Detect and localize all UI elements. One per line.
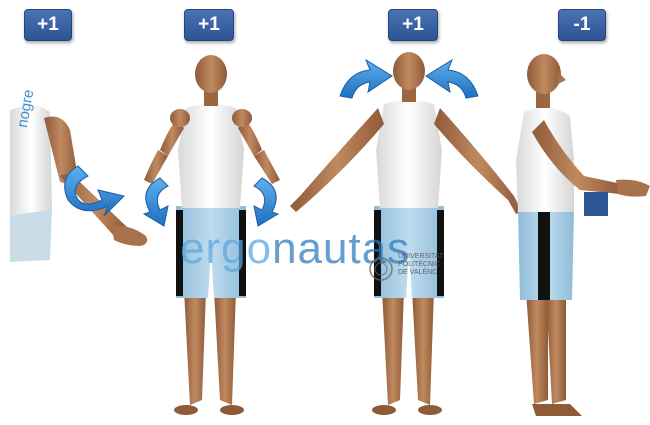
- score-badge-panel-4: -1: [558, 9, 606, 41]
- university-seal-icon: [368, 256, 394, 282]
- score-badge-panel-3: +1: [388, 9, 438, 41]
- university-line-1: UNIVERSITAT: [398, 253, 458, 261]
- university-line-3: DE VALÈNC: [398, 269, 458, 277]
- watermark-brand-light: ergo: [180, 224, 272, 273]
- university-line-2: POLITÈCNIC: [398, 261, 458, 269]
- panel-4-side-view-arm-forward: [516, 54, 650, 416]
- university-name: UNIVERSITAT POLITÈCNIC DE VALÈNC: [398, 253, 458, 277]
- score-badge-panel-1: +1: [24, 9, 72, 41]
- score-badge-panel-2: +1: [184, 9, 234, 41]
